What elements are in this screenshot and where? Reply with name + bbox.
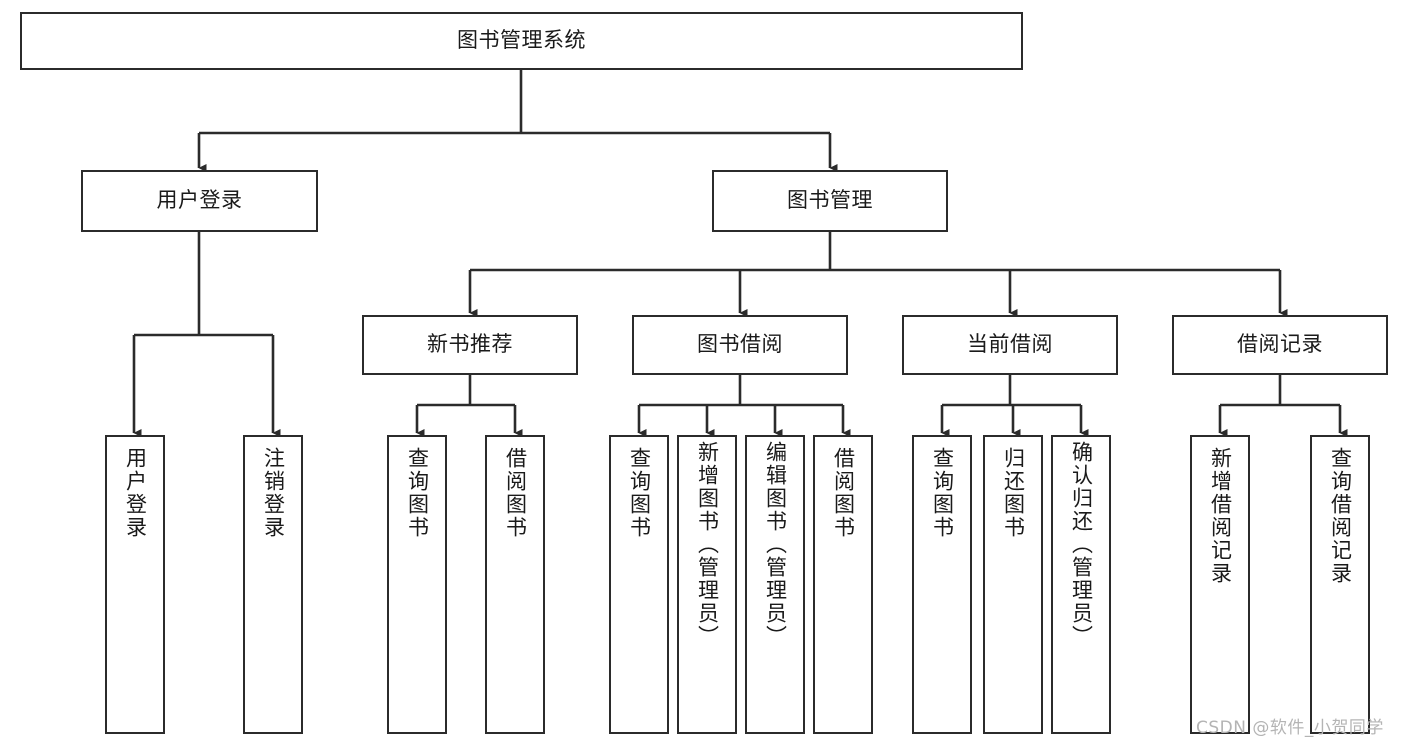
node-leaf-leaf-borrow-books-borrow[interactable]: 借阅图书 <box>813 435 873 734</box>
node-level3-l3-borrow-record[interactable]: 借阅记录 <box>1172 315 1388 375</box>
node-level3-label: 新书推荐 <box>427 332 513 357</box>
node-leaf-leaf-query-books-rec[interactable]: 查询图书 <box>387 435 447 734</box>
node-root[interactable]: 图书管理系统 <box>20 12 1023 70</box>
node-leaf-label: 借阅图书 <box>831 447 856 539</box>
node-leaf-leaf-add-borrow-record[interactable]: 新增借阅记录 <box>1190 435 1250 734</box>
node-leaf-leaf-query-borrow-record[interactable]: 查询借阅记录 <box>1310 435 1370 734</box>
node-leaf-label: 查询图书 <box>930 447 955 539</box>
node-level3-label: 图书借阅 <box>697 332 783 357</box>
node-leaf-leaf-add-book-admin[interactable]: 新增图书（管理员） <box>677 435 737 734</box>
node-level3-l3-new-book-rec[interactable]: 新书推荐 <box>362 315 578 375</box>
node-leaf-leaf-edit-book-admin[interactable]: 编辑图书（管理员） <box>745 435 805 734</box>
node-leaf-label: 查询图书 <box>627 447 652 539</box>
node-leaf-leaf-borrow-books-rec[interactable]: 借阅图书 <box>485 435 545 734</box>
node-leaf-label: 用户登录 <box>123 447 148 539</box>
node-leaf-label: 查询借阅记录 <box>1328 447 1353 585</box>
node-leaf-leaf-logout[interactable]: 注销登录 <box>243 435 303 734</box>
node-leaf-leaf-user-login[interactable]: 用户登录 <box>105 435 165 734</box>
node-level3-label: 当前借阅 <box>967 332 1053 357</box>
node-leaf-label: 注销登录 <box>261 447 286 539</box>
node-leaf-leaf-confirm-return-admin[interactable]: 确认归还（管理员） <box>1051 435 1111 734</box>
node-leaf-label: 新增图书（管理员） <box>695 441 720 648</box>
csdn-watermark: CSDN @软件_小贺同学 <box>1196 718 1384 738</box>
node-leaf-label: 归还图书 <box>1001 447 1026 539</box>
node-leaf-label: 借阅图书 <box>503 447 528 539</box>
node-leaf-leaf-return-books[interactable]: 归还图书 <box>983 435 1043 734</box>
node-leaf-leaf-query-books-current[interactable]: 查询图书 <box>912 435 972 734</box>
node-level3-l3-book-borrow[interactable]: 图书借阅 <box>632 315 848 375</box>
node-level3-l3-current-borrow[interactable]: 当前借阅 <box>902 315 1118 375</box>
node-leaf-label: 新增借阅记录 <box>1208 447 1233 585</box>
node-level2-label: 图书管理 <box>787 188 873 213</box>
node-level2-label: 用户登录 <box>156 188 243 213</box>
node-leaf-label: 确认归还（管理员） <box>1069 441 1094 648</box>
node-leaf-label: 查询图书 <box>405 447 430 539</box>
node-leaf-label: 编辑图书（管理员） <box>763 441 788 648</box>
node-level2-l2-user-login[interactable]: 用户登录 <box>81 170 318 232</box>
node-root-label: 图书管理系统 <box>457 28 586 53</box>
node-level2-l2-book-manage[interactable]: 图书管理 <box>712 170 948 232</box>
node-level3-label: 借阅记录 <box>1237 332 1323 357</box>
node-leaf-leaf-query-books-borrow[interactable]: 查询图书 <box>609 435 669 734</box>
